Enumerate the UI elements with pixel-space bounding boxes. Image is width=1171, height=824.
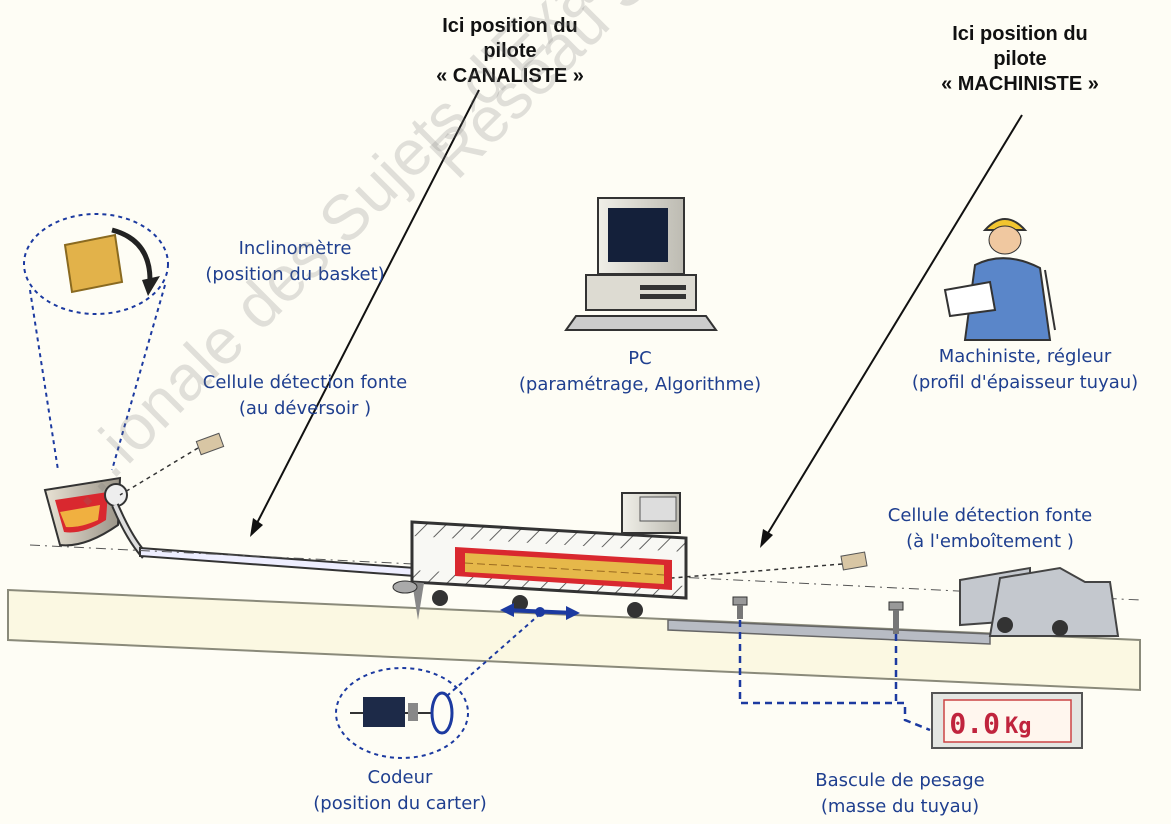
scale-unit: Kg <box>1005 714 1032 739</box>
pointer-arrows <box>250 89 1023 548</box>
encoder-arrow <box>447 603 580 696</box>
ladle-basket-icon <box>43 476 148 559</box>
pc-computer-icon <box>564 197 718 331</box>
label-cellule-deversoir: Cellule détection fonte (au déversoir ) <box>202 372 408 419</box>
inclinometer-callout <box>23 213 169 471</box>
label-canaliste: Ici position du pilote « CANALISTE » <box>436 15 584 87</box>
encoder-callout <box>335 667 469 759</box>
label-machiniste-role: Machiniste, régleur (profil d'épaisseur … <box>911 346 1139 393</box>
label-codeur: Codeur (position du carter) <box>313 767 487 814</box>
machinist-worker-icon <box>943 218 1056 341</box>
sensor-cell-emboitement-icon <box>671 551 868 579</box>
extraction-machine-icon <box>959 566 1120 637</box>
label-bascule: Bascule de pesage (masse du tuyau) <box>815 770 985 817</box>
casting-machine-icon <box>392 492 688 620</box>
scale-display: 0.0 Kg <box>931 692 1083 749</box>
label-cellule-emboitement: Cellule détection fonte (à l'emboîtement… <box>887 505 1093 552</box>
label-inclinometre: Inclinomètre (position du basket) <box>205 238 385 285</box>
label-machiniste: Ici position du pilote « MACHINISTE » <box>941 23 1099 95</box>
label-pc: PC (paramétrage, Algorithme) <box>518 348 762 395</box>
scale-value: 0.0 <box>949 707 1000 740</box>
pipe-conveyor <box>667 596 991 645</box>
sensor-cell-deversoir-icon <box>119 432 225 496</box>
floor-rail <box>7 588 1141 692</box>
